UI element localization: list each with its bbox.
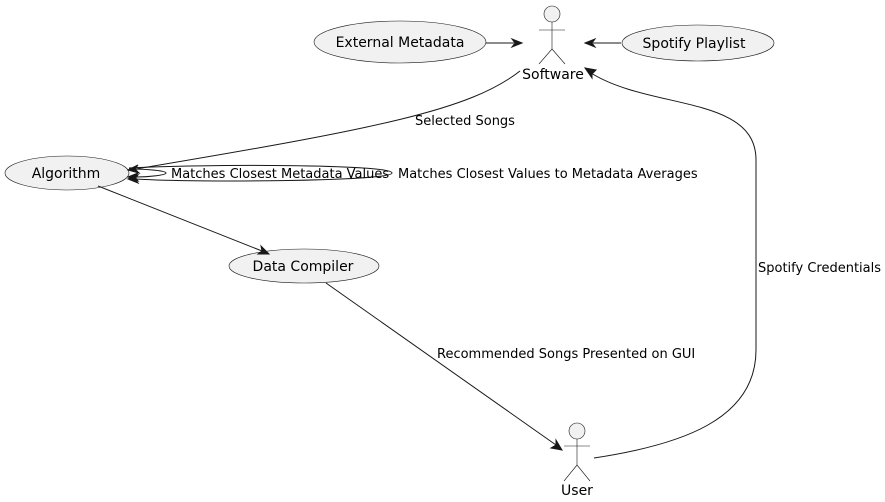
edge-label-matches-closest-values-to-metadata-averages: Matches Closest Values to Metadata Avera… [398, 167, 698, 182]
arrowhead [256, 244, 271, 255]
software-actor-head [543, 5, 561, 23]
edge-algorithm-self-loop-outer: Matches Closest Metadata Values Matches … [126, 164, 698, 185]
arrowhead [126, 173, 140, 185]
data-compiler-label: Data Compiler [253, 259, 354, 275]
user-actor-label: User [561, 483, 593, 499]
edge-label-spotify-credentials: Spotify Credentials [758, 261, 881, 276]
edge-label-matches-closest-metadata-values: Matches Closest Metadata Values [171, 167, 389, 182]
user-actor[interactable]: User [561, 422, 593, 499]
edge-line [325, 282, 557, 446]
software-actor-label: Software [522, 67, 584, 83]
algorithm-usecase[interactable]: Algorithm [4, 155, 130, 191]
edge-line [97, 185, 263, 252]
spotify-playlist-usecase[interactable]: Spotify Playlist [621, 24, 775, 62]
external-metadata-usecase[interactable]: External Metadata [313, 20, 487, 64]
user-actor-head [568, 422, 586, 440]
algorithm-label: Algorithm [32, 166, 101, 182]
edge-user-to-software: Spotify Credentials [583, 67, 881, 459]
spotify-playlist-ellipse [621, 24, 775, 62]
arrowhead [549, 438, 563, 451]
edge-algorithm-to-data-compiler [97, 185, 271, 255]
external-metadata-label: External Metadata [336, 35, 465, 51]
arrowhead [583, 67, 598, 80]
software-actor[interactable]: Software [522, 5, 584, 83]
edge-line [128, 168, 167, 178]
arrowhead [510, 37, 524, 49]
edge-data-compiler-to-user: Recommended Songs Presented on GUI [325, 282, 695, 451]
data-compiler-usecase[interactable]: Data Compiler [228, 248, 380, 284]
arrowhead [583, 37, 597, 49]
algorithm-ellipse [4, 155, 130, 191]
edge-line [128, 164, 393, 182]
edge-spotify-playlist-to-software [583, 37, 621, 49]
software-actor-body [538, 22, 566, 65]
data-compiler-ellipse [228, 248, 380, 284]
user-actor-body [563, 439, 591, 482]
external-metadata-ellipse [313, 20, 487, 64]
edge-line [135, 70, 521, 170]
edge-software-to-algorithm: Selected Songs [126, 70, 521, 174]
edge-line [590, 72, 757, 459]
edge-external-metadata-to-software [486, 37, 524, 49]
edge-label-selected-songs: Selected Songs [415, 114, 515, 129]
edge-label-recommended-songs-presented-on-gui: Recommended Songs Presented on GUI [437, 347, 695, 362]
spotify-playlist-label: Spotify Playlist [643, 36, 746, 52]
